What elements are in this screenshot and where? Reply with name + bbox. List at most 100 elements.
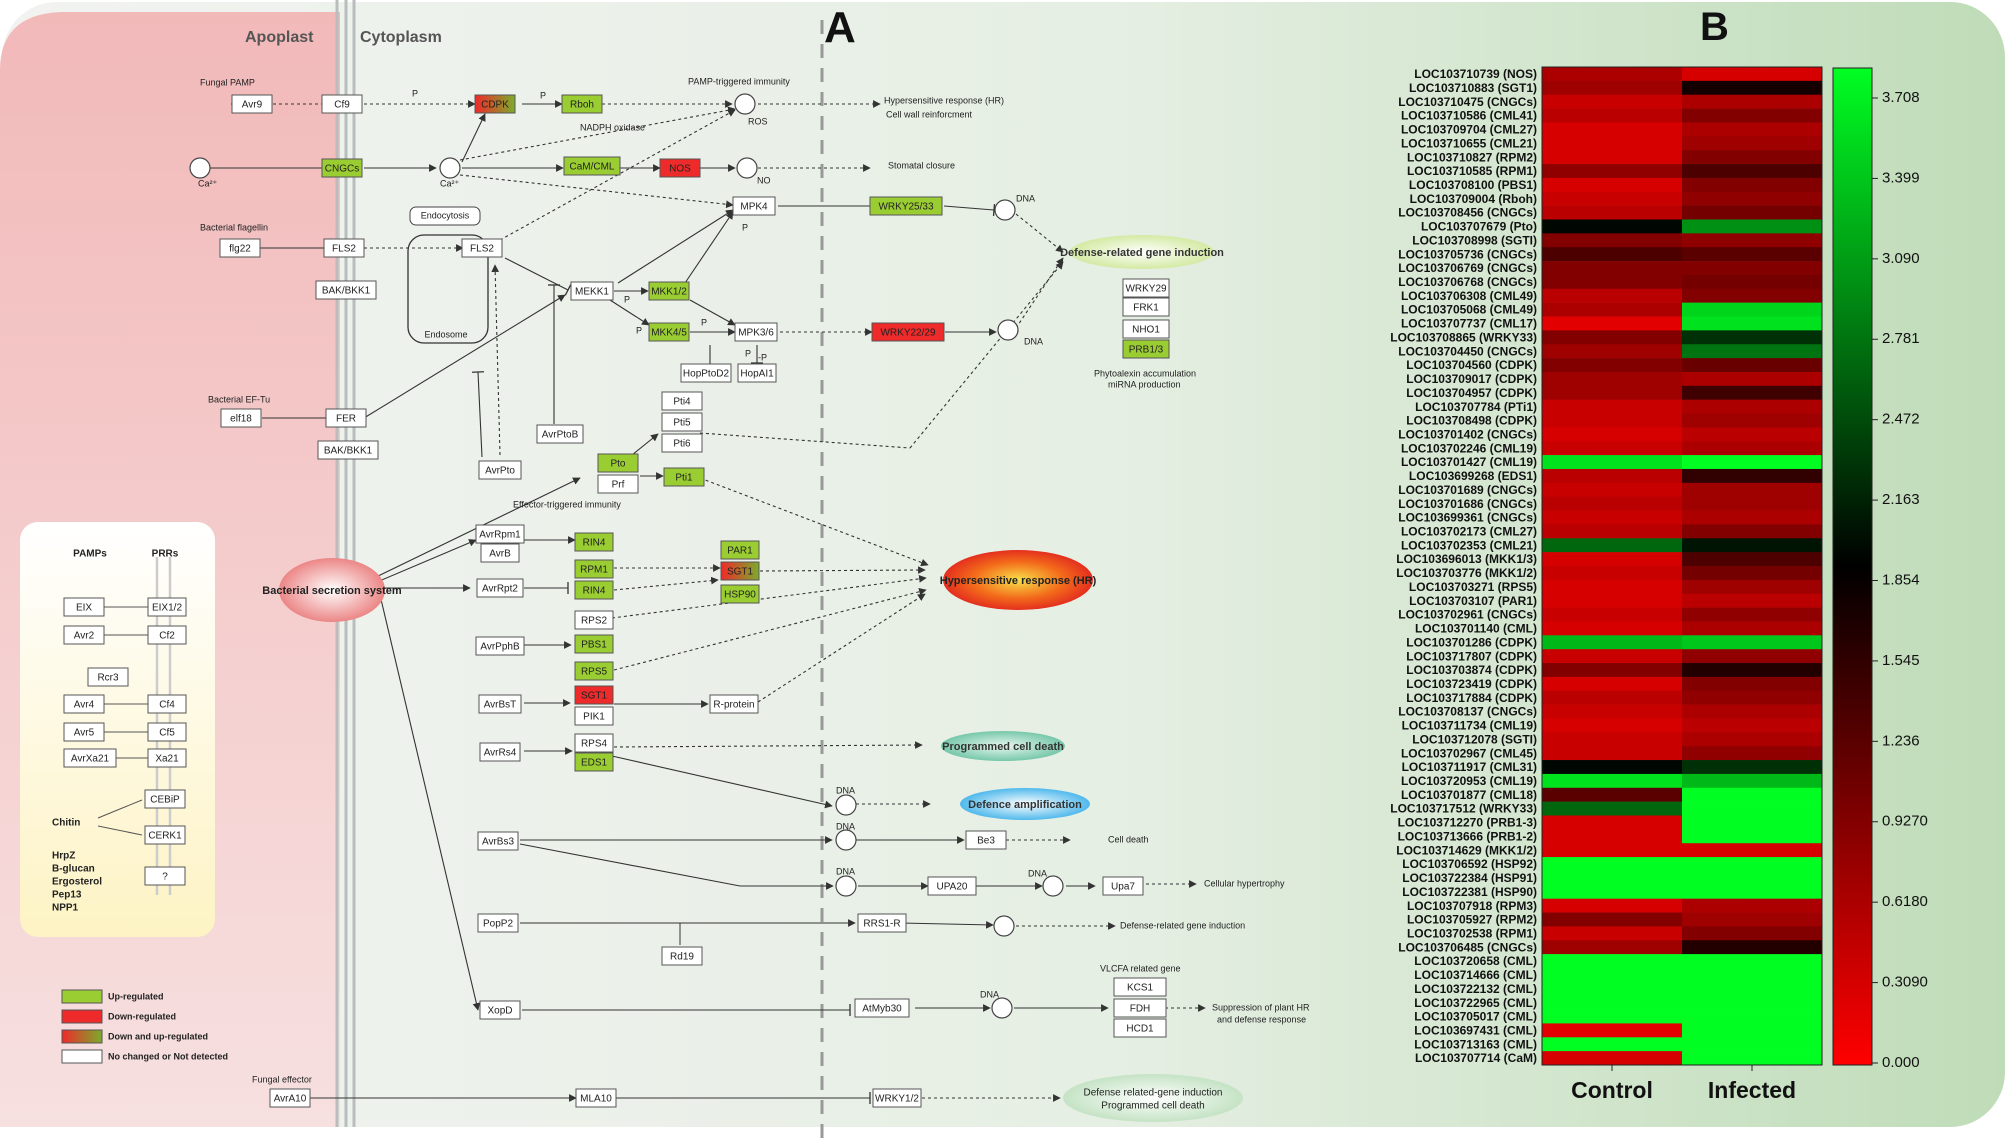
- node-xopd: XopD: [479, 1000, 521, 1020]
- endosome-compartment: [407, 234, 489, 344]
- node-mekk1: MEKK1: [570, 281, 614, 301]
- node-label-prb13: PRB1/3: [1129, 345, 1164, 356]
- node-label-hopai1: HopAI1: [740, 369, 774, 380]
- heatmap-cell: [1542, 538, 1683, 553]
- heatmap-cell: [1542, 552, 1683, 567]
- heatmap-cell: [1542, 732, 1683, 747]
- node-pik1: PIK1: [574, 706, 614, 726]
- heatmap-cell: [1542, 136, 1683, 151]
- node-cf9: Cf9: [321, 94, 363, 114]
- inset-chitin: Chitin: [52, 818, 80, 829]
- heatmap-row-label: LOC103707784 (PTi1): [1415, 400, 1537, 414]
- heatmap-row-label: LOC103706485 (CNGCs): [1398, 940, 1537, 954]
- heatmap-cell: [1682, 413, 1823, 428]
- node-label-bakbkk1_a: BAK/BKK1: [322, 286, 371, 297]
- node-rps5: RPS5: [574, 661, 614, 681]
- node-label-wrky2533: WRKY25/33: [878, 202, 933, 213]
- heatmap-row-label: LOC103704560 (CDPK): [1406, 358, 1537, 372]
- heatmap-cell: [1682, 857, 1823, 872]
- heatmap-row-label: LOC103722384 (HSP91): [1402, 871, 1537, 885]
- heatmap-cell: [1682, 621, 1823, 636]
- colorbar-tick-label: 3.708: [1882, 89, 1920, 106]
- heatmap-row-label: LOC103717884 (CDPK): [1406, 691, 1537, 705]
- node-par1: PAR1: [720, 540, 760, 560]
- phospho-p: P: [540, 90, 546, 100]
- heatmap-cell: [1542, 385, 1683, 400]
- edge-mekk1-mkk45: [609, 299, 650, 326]
- heatmap-cell: [1542, 219, 1683, 234]
- heatmap-row-label: LOC103696013 (MKK1/3): [1396, 552, 1537, 566]
- heatmap-cell: [1682, 136, 1823, 151]
- heatmap-cell: [1542, 718, 1683, 733]
- heatmap-cell: [1542, 191, 1683, 206]
- edge-pti6-defense-b: [909, 261, 1064, 449]
- heatmap-cell: [1542, 80, 1683, 96]
- heatmap-cell: [1682, 815, 1823, 830]
- heatmap-row-label: LOC103710585 (RPM1): [1407, 164, 1537, 178]
- heatmap-cell: [1542, 233, 1683, 248]
- heatmap-cell: [1542, 607, 1683, 622]
- node-nos: NOS: [659, 158, 701, 178]
- heatmap-row-label: LOC103720953 (CML19): [1401, 774, 1537, 788]
- label-suppression1: Suppression of plant HR: [1212, 1002, 1310, 1012]
- label-vlcfa: VLCFA related gene: [1100, 963, 1181, 973]
- node-label-mpk36: MPK3/6: [738, 328, 774, 339]
- label-endocytosis: Endocytosis: [421, 210, 470, 220]
- heatmap-cell: [1542, 288, 1683, 303]
- heatmap-row-label: LOC103701140 (CML): [1415, 622, 1537, 636]
- phospho-p: P: [745, 348, 751, 358]
- label-phytoalexin1: Phytoalexin accumulation: [1094, 368, 1196, 378]
- edge-pti1-hr: [699, 477, 929, 567]
- heatmap-cell: [1682, 593, 1823, 608]
- heatmap-row-label: LOC103710883 (SGT1): [1409, 81, 1537, 95]
- legend-item: Down and up-regulated: [61, 1029, 208, 1044]
- heatmap-cell: [1542, 261, 1683, 276]
- node-label-elf18: elf18: [230, 414, 252, 425]
- node-prb13: PRB1/3: [1122, 339, 1170, 359]
- edge-dna2-defense: [1015, 257, 1064, 329]
- edge-dna-defense: [1015, 213, 1064, 253]
- heatmap-row-label: LOC103703107 (PAR1): [1409, 594, 1537, 608]
- heatmap-cell: [1542, 870, 1683, 886]
- outcome-label-defamp: Defence amplification: [968, 799, 1082, 811]
- heatmap-row-label: LOC103710739 (NOS): [1414, 67, 1537, 81]
- outcome-label-bss: Bacterial secretion system: [262, 585, 402, 597]
- heatmap-cell: [1682, 468, 1823, 484]
- colorbar-tick-label: 2.472: [1882, 411, 1920, 428]
- heatmap-cell: [1682, 663, 1823, 678]
- heatmap-cell: [1542, 676, 1683, 692]
- node-kcs1: KCS1: [1113, 977, 1167, 997]
- node-hcd1: HCD1: [1113, 1018, 1167, 1038]
- node-label-cdpk: CDPK: [481, 100, 509, 111]
- legend-label: Up-regulated: [108, 991, 164, 1001]
- edge-ca-ros: [459, 106, 736, 161]
- heatmap-cell: [1682, 940, 1823, 955]
- phospho-p: P: [624, 294, 630, 304]
- node-bakbkk1_a: BAK/BKK1: [315, 280, 377, 300]
- heatmap-row-label: LOC103714666 (CML): [1414, 968, 1537, 982]
- inset-node-label: ?: [162, 872, 168, 883]
- node-pti5: Pti5: [661, 412, 703, 432]
- node-label-mkk45: MKK4/5: [651, 328, 687, 339]
- node-label-bakbkk1_b: BAK/BKK1: [324, 446, 373, 457]
- heatmap-cell: [1682, 316, 1823, 331]
- heatmap-cell: [1682, 773, 1823, 789]
- inset-chitin-edge-b: [97, 825, 143, 836]
- heatmap: LOC103710739 (NOS)LOC103710883 (SGT1) LOC…: [1390, 66, 1928, 1103]
- node-label-rps4: RPS4: [581, 739, 608, 750]
- node-avrrpm1: AvrRpm1: [475, 524, 525, 544]
- heatmap-cell: [1542, 399, 1683, 414]
- node-cdpk: CDPK: [474, 94, 516, 114]
- heatmap-cell: [1682, 496, 1823, 511]
- edge-pto-pti4: [631, 433, 659, 456]
- inset-prr: EIX1/2: [152, 603, 182, 614]
- node-avrbs3: AvrBs3: [477, 831, 519, 851]
- node-label-avrbst: AvrBsT: [484, 700, 517, 711]
- heatmap-cell: [1682, 427, 1823, 442]
- heatmap-cell: [1682, 288, 1823, 303]
- heatmap-cell: [1542, 579, 1683, 595]
